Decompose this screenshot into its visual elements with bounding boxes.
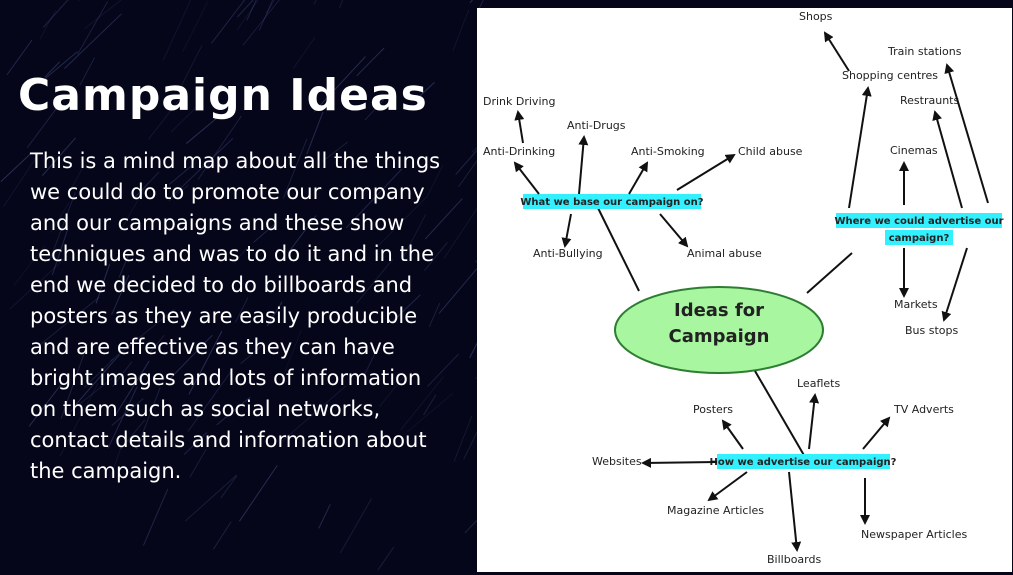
leaf-animal-abuse: Animal abuse	[687, 247, 762, 260]
leaf-leaflets: Leaflets	[797, 377, 840, 390]
branch-2-label-line-2: campaign?	[889, 233, 950, 244]
arrow-to-tv-adverts	[862, 416, 891, 450]
leaf-websites: Websites	[592, 455, 642, 468]
leaf-restraunts: Restraunts	[900, 94, 959, 107]
branch-1-label: What we base our campaign on?	[520, 197, 703, 208]
arrow-to-billboards	[788, 471, 802, 552]
leaf-posters: Posters	[693, 403, 733, 416]
arrow-to-anti-bullying	[561, 213, 572, 248]
branch-3-label: How we advertise our campaign?	[710, 457, 897, 468]
arrow-to-anti-drinking	[513, 161, 540, 195]
leaf-tv-adverts: TV Adverts	[893, 403, 954, 416]
branch-2-highlight	[836, 213, 1002, 228]
arrow-to-shops	[823, 31, 850, 72]
connector-center-to-branch-2	[806, 252, 853, 294]
leaf-anti-drugs: Anti-Drugs	[567, 119, 626, 132]
leaf-billboards: Billboards	[767, 553, 821, 566]
leaf-markets: Markets	[894, 298, 938, 311]
branch-2-highlight-line-2	[885, 230, 953, 245]
arrow-to-shopping-centres	[848, 86, 872, 209]
branch-1-highlight	[523, 194, 701, 209]
leaf-cinemas: Cinemas	[890, 144, 938, 157]
branch-3-highlight	[717, 454, 890, 469]
arrow-to-drink-driving	[514, 110, 525, 144]
slide-title: Campaign Ideas	[18, 70, 428, 121]
center-node	[614, 286, 824, 374]
arrow-to-animal-abuse	[659, 213, 689, 248]
arrow-to-child-abuse	[676, 153, 736, 191]
leaf-magazine-articles: Magazine Articles	[667, 504, 764, 517]
arrow-to-train-stations	[944, 63, 989, 204]
center-node-label-line-1: Ideas for	[674, 300, 764, 321]
arrow-to-restraunts	[932, 110, 963, 209]
leaf-train-stations: Train stations	[887, 45, 962, 58]
arrow-to-anti-smoking	[628, 161, 649, 195]
leaf-child-abuse: Child abuse	[738, 145, 803, 158]
connector-center-to-branch-1	[597, 207, 640, 292]
center-node-label-line-2: Campaign	[668, 326, 769, 347]
leaf-anti-smoking: Anti-Smoking	[631, 145, 705, 158]
leaf-anti-bullying: Anti-Bullying	[533, 247, 603, 260]
leaf-drink-driving: Drink Driving	[483, 95, 555, 108]
arrow-to-websites	[641, 457, 718, 468]
branch-2-label-line-1: Where we could advertise our	[834, 216, 1003, 227]
leaf-anti-drinking: Anti-Drinking	[483, 145, 555, 158]
arrow-to-anti-drugs	[578, 135, 589, 195]
leaf-shops: Shops	[799, 10, 833, 23]
arrow-to-bus-stops	[941, 247, 968, 322]
connector-center-to-branch-3	[754, 370, 806, 458]
slide-description: This is a mind map about all the things …	[30, 149, 441, 483]
arrow-to-magazine-articles	[707, 471, 748, 502]
arrow-to-posters	[721, 419, 744, 450]
leaf-bus-stops: Bus stops	[905, 324, 959, 337]
leaf-shopping-centres: Shopping centres	[842, 69, 938, 82]
leaf-newspaper-articles: Newspaper Articles	[861, 528, 968, 541]
arrow-to-leaflets	[808, 393, 820, 450]
